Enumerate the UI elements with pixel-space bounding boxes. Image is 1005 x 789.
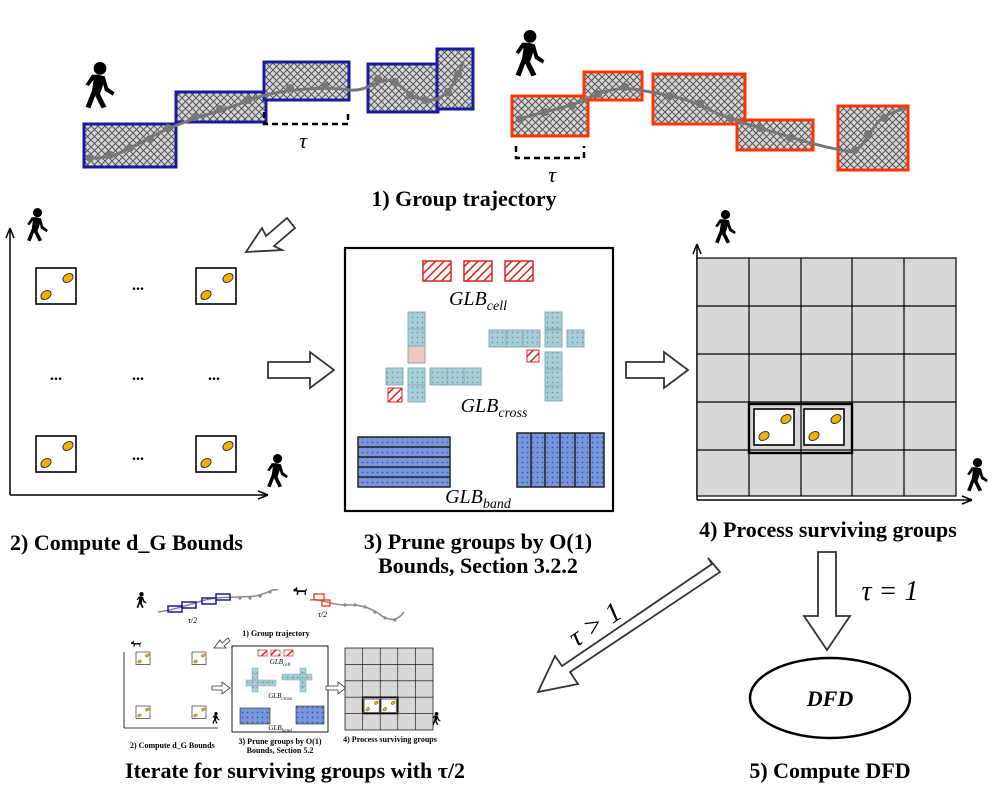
group-pair-box xyxy=(35,267,77,305)
svg-text:DFD: DFD xyxy=(806,686,854,711)
svg-text:...: ... xyxy=(132,367,144,384)
group-trajectory-panel: τ τ xyxy=(82,30,910,187)
ellipsis-markers: ... ... ... ... ... xyxy=(50,277,220,464)
iterate-label: Iterate for surviving groups with τ/2 xyxy=(125,758,465,783)
tau-bracket-red: τ xyxy=(514,146,586,187)
red-trajectory-points xyxy=(516,83,888,154)
red-trajectory-line xyxy=(515,87,907,154)
arrow-diagonal-icon xyxy=(536,557,722,694)
iteration-thumbnail: τ/2 τ/2 1) Group trajectory 2) Compute d… xyxy=(123,586,441,755)
walker-icon xyxy=(715,210,736,244)
svg-text:4) Process surviving groups: 4) Process surviving groups xyxy=(343,735,437,744)
group-pair-box xyxy=(803,408,845,446)
red-trajectory-groups xyxy=(510,70,910,172)
glb-cross-group: GLBcross xyxy=(385,311,585,421)
step2-label: 2) Compute d_G Bounds xyxy=(10,530,243,555)
svg-text:1) Group trajectory: 1) Group trajectory xyxy=(242,629,309,638)
svg-text:τ/2: τ/2 xyxy=(188,616,197,625)
dog-icon xyxy=(130,640,142,647)
tau-eq-1-label: τ = 1 xyxy=(862,576,919,607)
group-pair-box xyxy=(35,435,77,473)
svg-text:Bounds, Section 5.2: Bounds, Section 5.2 xyxy=(247,746,314,755)
blue-trajectory-groups xyxy=(82,47,475,169)
arrow-down-icon xyxy=(802,551,852,652)
group-pair-box xyxy=(753,408,795,446)
svg-text:2) Compute d_G Bounds: 2) Compute d_G Bounds xyxy=(130,741,215,750)
svg-text:τ/2: τ/2 xyxy=(318,610,327,619)
glb-cell-group: GLBcell xyxy=(422,260,534,314)
step3-label-line2: Bounds, Section 3.2.2 xyxy=(378,553,578,578)
svg-text:τ: τ xyxy=(299,128,308,153)
walker-icon xyxy=(85,61,115,109)
dog-icon xyxy=(293,586,307,595)
walker-icon xyxy=(267,454,288,488)
blue-trajectory-points xyxy=(86,70,462,162)
surviving-groups-grid xyxy=(692,210,988,505)
svg-text:...: ... xyxy=(132,447,144,464)
dfd-node: DFD xyxy=(748,656,912,740)
group-pair-box xyxy=(195,267,237,305)
walker-icon xyxy=(967,458,988,492)
walker-icon xyxy=(212,712,220,724)
svg-text:...: ... xyxy=(50,367,62,384)
walker-icon xyxy=(515,30,545,77)
glb-cross-label: GLBcross xyxy=(461,395,528,421)
svg-text:GLBband: GLBband xyxy=(268,724,292,734)
walker-icon xyxy=(136,592,147,608)
svg-text:...: ... xyxy=(132,277,144,294)
glb-band-group: GLBband xyxy=(357,432,605,512)
walker-icon xyxy=(27,208,48,242)
step3-label-line1: 3) Prune groups by O(1) xyxy=(364,529,592,554)
svg-text:τ: τ xyxy=(548,162,557,187)
step1-label: 1) Group trajectory xyxy=(371,186,556,211)
glb-cell-label: GLBcell xyxy=(449,288,507,314)
walker-icon xyxy=(432,712,441,726)
arrow-right-icon xyxy=(625,350,690,390)
step4-label: 4) Process surviving groups xyxy=(699,517,957,542)
group-pair-box xyxy=(195,435,237,473)
svg-text:3) Prune groups by O(1): 3) Prune groups by O(1) xyxy=(239,737,322,746)
svg-text:...: ... xyxy=(208,367,220,384)
tau-bracket-blue: τ xyxy=(262,112,350,153)
svg-text:GLBcross: GLBcross xyxy=(268,692,292,702)
step5-label: 5) Compute DFD xyxy=(749,758,910,783)
bounds-matrix-panel: ... ... ... ... ... xyxy=(5,208,288,500)
arrow-diagonal-icon xyxy=(244,216,297,253)
prune-panel: GLBcell GLBcross xyxy=(343,246,615,513)
arrow-right-icon xyxy=(267,350,336,390)
glb-band-label: GLBband xyxy=(445,486,512,512)
svg-text:GLBcell: GLBcell xyxy=(270,658,291,668)
